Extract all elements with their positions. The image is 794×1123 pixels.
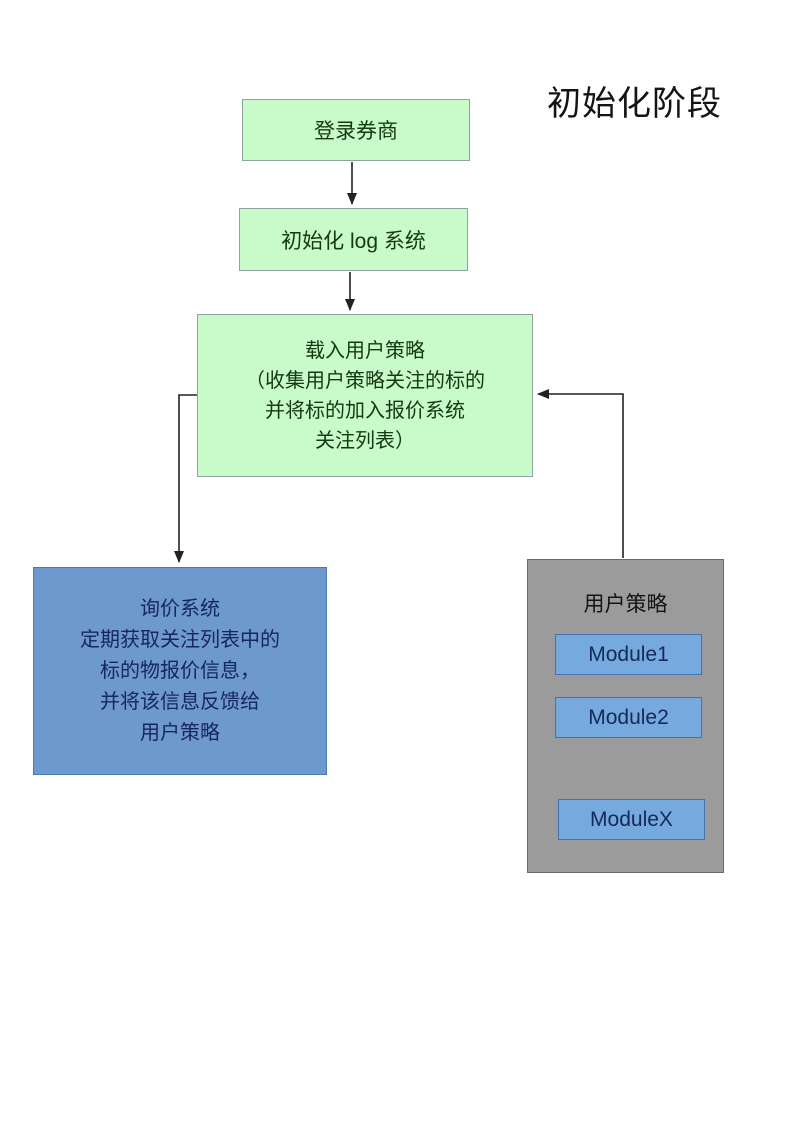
node-load-line-2: （收集用户策略关注的标的 <box>245 369 485 392</box>
node-init-log-system-label: 初始化 log 系统 <box>281 229 426 253</box>
user-strategy-title: 用户策略 <box>583 593 668 616</box>
node-load-line-4: 关注列表） <box>315 429 415 452</box>
container-user-strategy: 用户策略 Module1 Module2 ModuleX <box>527 559 724 873</box>
arrow-load-to-quote <box>174 394 197 563</box>
node-quote-system: 询价系统 定期获取关注列表中的 标的物报价信息， 并将该信息反馈给 用户策略 <box>33 567 327 775</box>
page-title: 初始化阶段 <box>547 85 722 123</box>
node-login-broker: 登录券商 <box>242 99 470 161</box>
module-2-label: Module2 <box>588 705 669 729</box>
module-1-box: Module1 <box>555 634 702 675</box>
node-load-line-3: 并将标的加入报价系统 <box>265 399 465 422</box>
node-quote-line-3: 标的物报价信息， <box>100 659 260 682</box>
module-x-label: ModuleX <box>590 807 673 831</box>
node-load-user-strategy: 载入用户策略 （收集用户策略关注的标的 并将标的加入报价系统 关注列表） <box>197 314 533 477</box>
arrow-strategy-to-load <box>537 389 624 558</box>
node-quote-line-2: 定期获取关注列表中的 <box>80 628 280 651</box>
module-1-label: Module1 <box>588 642 669 666</box>
node-init-log-system: 初始化 log 系统 <box>239 208 468 271</box>
node-quote-line-1: 询价系统 <box>140 597 220 620</box>
node-quote-line-4: 并将该信息反馈给 <box>100 690 260 713</box>
node-load-line-1: 载入用户策略 <box>305 339 425 362</box>
node-login-broker-label: 登录券商 <box>314 120 398 143</box>
module-x-box: ModuleX <box>558 799 705 840</box>
module-2-box: Module2 <box>555 697 702 738</box>
node-quote-line-5: 用户策略 <box>140 721 220 744</box>
